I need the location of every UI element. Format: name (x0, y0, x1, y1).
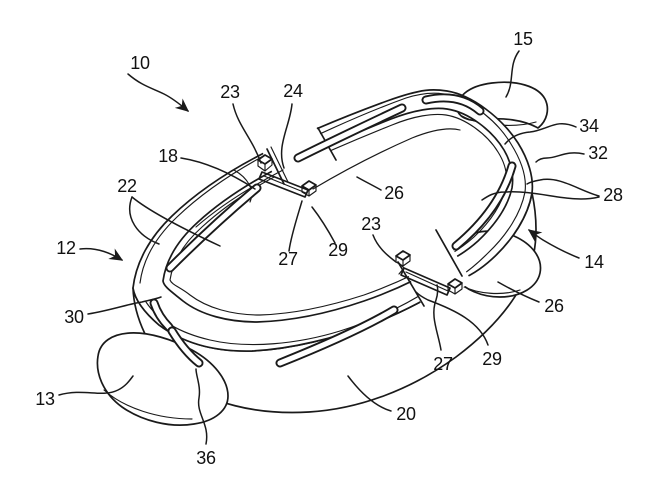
ref-label-29-lower: 29 (482, 349, 502, 369)
leader-24 (280, 103, 293, 169)
ref-label-23-upper: 23 (220, 82, 240, 102)
ref-label-10: 10 (130, 53, 150, 73)
leader-32 (535, 152, 585, 163)
ref-label-27-lower: 27 (433, 354, 453, 374)
ref-label-29-upper: 29 (328, 240, 348, 260)
leader-lines (58, 50, 600, 445)
ref-label-28: 28 (603, 185, 623, 205)
leader-14-arrow (527, 229, 580, 259)
ref-label-23-mid: 23 (361, 214, 381, 234)
leader-12-arrow (79, 247, 124, 261)
leader-10-arrow (127, 73, 190, 112)
leader-28-a (526, 178, 600, 197)
leader-18 (180, 157, 256, 190)
ref-label-18: 18 (158, 146, 178, 166)
leader-20 (347, 375, 392, 412)
leader-15 (505, 50, 520, 98)
leader-23-mid (372, 234, 397, 263)
leader-29-lower (415, 291, 489, 346)
leader-26-right (497, 281, 540, 303)
leader-29-upper (311, 206, 336, 244)
ref-label-14: 14 (584, 252, 604, 272)
reference-labels: 10 23 24 15 34 32 28 14 26 29 27 23 20 3… (35, 29, 623, 468)
leader-22-b (131, 196, 221, 247)
ref-label-30: 30 (64, 307, 84, 327)
gap-connector-lower (395, 229, 463, 307)
band-slots (149, 93, 517, 368)
leader-28-b (481, 191, 600, 201)
ref-label-36: 36 (196, 448, 216, 468)
leader-26-upper (356, 176, 382, 191)
leader-23-upper (232, 103, 262, 164)
leader-13 (58, 375, 134, 396)
device-artwork (96, 81, 549, 426)
ref-label-24: 24 (283, 81, 303, 101)
ref-label-26-upper: 26 (384, 183, 404, 203)
ref-label-20: 20 (396, 404, 416, 424)
ref-label-15: 15 (513, 29, 533, 49)
leader-30 (87, 296, 162, 315)
leader-22-a (129, 196, 160, 245)
ref-label-12: 12 (56, 238, 76, 258)
ref-label-13: 13 (35, 389, 55, 409)
leader-36 (195, 368, 208, 445)
ref-label-22: 22 (117, 176, 137, 196)
ref-label-27-upper: 27 (278, 249, 298, 269)
leader-27-upper (288, 200, 303, 252)
ref-label-26-right: 26 (544, 296, 564, 316)
ref-label-32: 32 (588, 143, 608, 163)
leader-34 (504, 122, 577, 145)
ref-label-34: 34 (579, 116, 599, 136)
leader-27-lower (433, 284, 442, 351)
